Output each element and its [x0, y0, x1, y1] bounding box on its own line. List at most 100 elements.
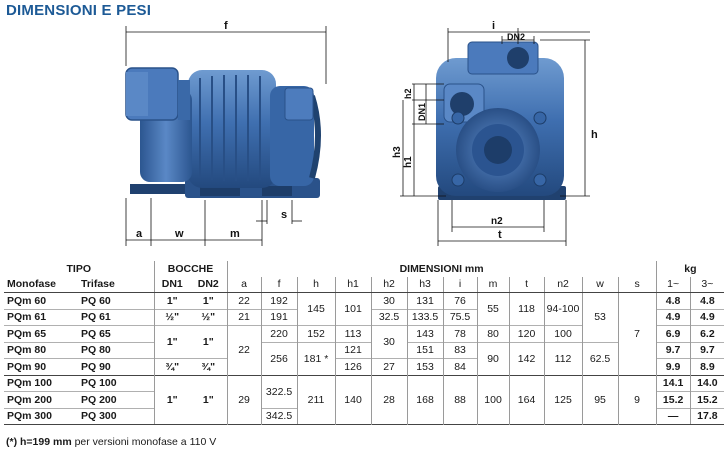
- model-monofase: PQm 300: [4, 408, 78, 425]
- cell-n2: 94-100: [544, 292, 583, 326]
- cell-i: 83: [443, 342, 478, 359]
- cell-h3: 151: [407, 342, 444, 359]
- cell-f: 342.5: [261, 408, 298, 425]
- side-view-pump: [125, 67, 321, 198]
- cell-h3: 168: [407, 374, 444, 425]
- header-monofase: Monofase: [4, 276, 78, 293]
- cell-n2: 100: [544, 325, 583, 342]
- cell-dn2: 1": [190, 292, 228, 309]
- cell-h3: 133.5: [407, 309, 444, 326]
- header-dim-s: s: [618, 276, 657, 293]
- footnote-mark: (*): [6, 436, 18, 448]
- header-dn2: DN2: [190, 276, 228, 293]
- footnote-text: per versioni monofase a 110 V: [71, 436, 217, 448]
- cell-kg3: 17.8: [690, 408, 724, 425]
- dim-label-s: s: [281, 209, 287, 221]
- header-bocche: BOCCHE: [154, 261, 228, 277]
- cell-i: 76: [443, 292, 478, 309]
- model-monofase: PQm 60: [7, 294, 47, 307]
- header-row-2: Monofase Trifase DN1 DN2 a f h h1 h2 h3 …: [4, 276, 724, 293]
- dim-label-t: t: [498, 229, 502, 241]
- footnote-bold: h=199 mm: [20, 436, 72, 448]
- cell-h1: 126: [335, 358, 372, 375]
- header-dim-h: h: [297, 276, 336, 293]
- dimensions-weights-table: TIPO BOCCHE DIMENSIONI mm kg Monofase Tr…: [4, 261, 724, 425]
- cell-h3: 143: [407, 325, 444, 342]
- cell-h: 211: [297, 374, 336, 425]
- cell-h1: 113: [335, 325, 372, 342]
- model-trifase: PQ 60: [78, 292, 155, 309]
- pump-dimension-drawings: f a w m s: [125, 20, 598, 246]
- model-trifase: PQ 200: [78, 391, 155, 408]
- model-monofase: PQm 90: [7, 360, 47, 373]
- model-monofase: PQm 200: [7, 393, 52, 406]
- cell-h: 152: [297, 325, 336, 342]
- model-monofase: PQm 100: [4, 374, 78, 392]
- cell-kg3: 9.7: [700, 344, 715, 357]
- cell-h2: 27: [371, 358, 408, 375]
- cell-a: 22: [227, 325, 262, 375]
- header-dim-h2: h2: [371, 276, 408, 293]
- header-dim-m: m: [477, 276, 510, 293]
- header-dim-a: a: [227, 276, 262, 293]
- side-dimension-lines: [125, 26, 327, 246]
- cell-dn1: 1": [154, 374, 191, 425]
- cell-w: 53: [582, 292, 619, 342]
- cell-h2: 32.5: [371, 309, 408, 326]
- header-kg-3: 3~: [690, 276, 724, 293]
- header-dimensioni: DIMENSIONI mm: [227, 261, 657, 277]
- cell-m: 55: [477, 292, 510, 326]
- cell-h2: 30: [371, 292, 408, 309]
- cell-dn2: 1": [190, 325, 228, 359]
- model-trifase: PQ 80: [78, 342, 155, 359]
- table-row: PQm 90 PQ 90 ¾" ¾" 126 27 153 84 9.9 8.9: [4, 358, 724, 375]
- header-tipo: TIPO: [4, 261, 155, 277]
- cell-t: 142: [509, 342, 545, 375]
- dim-label-h1: h1: [403, 156, 414, 168]
- cell-kg3: 4.8: [700, 294, 715, 307]
- header-dn1: DN1: [154, 276, 191, 293]
- cell-s: 9: [618, 374, 657, 425]
- cell-kg1: 15.2: [656, 391, 691, 408]
- cell-dn1: ¾": [165, 360, 180, 373]
- cell-h: 181 *: [297, 342, 336, 375]
- page-title: DIMENSIONI E PESI: [6, 2, 152, 19]
- cell-kg1: 14.1: [656, 374, 691, 392]
- cell-i: 75.5: [443, 309, 478, 326]
- cell-i: 78: [443, 325, 478, 342]
- header-dim-h3: h3: [407, 276, 444, 293]
- cell-h3: 131: [407, 292, 444, 309]
- cell-n2: 112: [544, 342, 583, 375]
- cell-kg3: 6.2: [700, 327, 715, 340]
- cell-t: 164: [509, 374, 545, 425]
- cell-t: 118: [509, 292, 545, 326]
- cell-m: 100: [477, 374, 510, 425]
- cell-n2: 125: [544, 374, 583, 425]
- dim-label-w: w: [174, 228, 184, 240]
- cell-f: 256: [261, 342, 298, 375]
- cell-dn2: 1": [190, 374, 228, 425]
- cell-kg3: 15.2: [697, 393, 718, 406]
- dim-label-h: h: [591, 129, 598, 141]
- header-kg-1: 1~: [656, 276, 691, 293]
- dim-label-i: i: [492, 20, 495, 32]
- header-row-1: TIPO BOCCHE DIMENSIONI mm kg: [4, 261, 724, 277]
- cell-kg3: 14.0: [690, 374, 724, 392]
- cell-kg3: 8.9: [700, 360, 715, 373]
- header-kg: kg: [684, 262, 697, 275]
- cell-f: 220: [261, 325, 298, 342]
- model-trifase: PQ 100: [78, 374, 155, 392]
- model-monofase: PQm 65: [7, 327, 47, 340]
- cell-kg1: 6.9: [656, 325, 691, 342]
- cell-w: 95: [582, 374, 619, 425]
- cell-h2: 28: [371, 374, 408, 425]
- header-trifase: Trifase: [78, 276, 155, 293]
- cell-m: 90: [477, 342, 510, 375]
- dim-label-a: a: [136, 228, 143, 240]
- cell-i: 84: [443, 358, 478, 375]
- cell-i: 88: [443, 374, 478, 425]
- cell-a: 22: [227, 292, 262, 309]
- table-row: PQm 65 PQ 65 1" 1" 22 220 152 113 30 143…: [4, 325, 724, 375]
- header-dim-t: t: [509, 276, 545, 293]
- dim-label-f: f: [224, 20, 228, 32]
